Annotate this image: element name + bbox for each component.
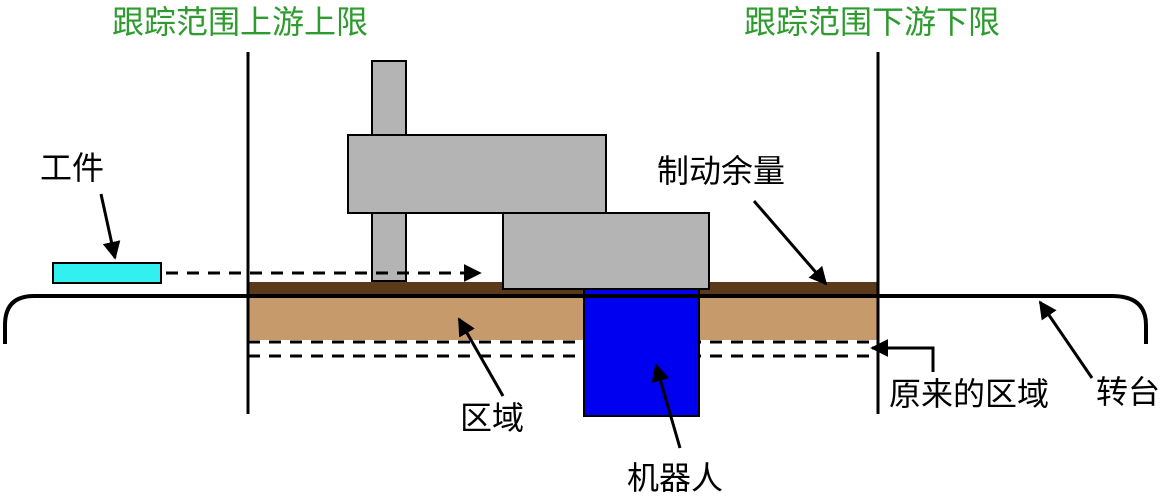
robot-arm-upper [347,134,607,214]
workpiece-label: 工件 [40,149,105,187]
upstream-limit-label: 跟踪范围上游上限 [112,3,369,41]
original-region-leader-arrow [870,339,935,372]
original-region-label: 原来的区域 [889,375,1050,413]
robot-body [583,288,700,417]
region-leader-arrow [457,317,505,397]
downstream-limit-label: 跟踪范围下游下限 [744,3,1001,41]
braking-margin-leader-arrow [752,200,828,286]
region-band [248,296,878,340]
region-label: 区域 [460,399,525,437]
robot-arm-lower [502,212,710,290]
robot-label: 机器人 [627,459,724,497]
workpiece [52,262,162,284]
robot-leader-arrow [651,363,682,449]
turntable-label: 转台 [1096,373,1161,411]
braking-margin-label: 制动余量 [657,152,786,190]
turntable-outline [3,294,1148,344]
turntable-leader-arrow [1038,300,1094,379]
workpiece-leader-arrow [99,193,121,260]
